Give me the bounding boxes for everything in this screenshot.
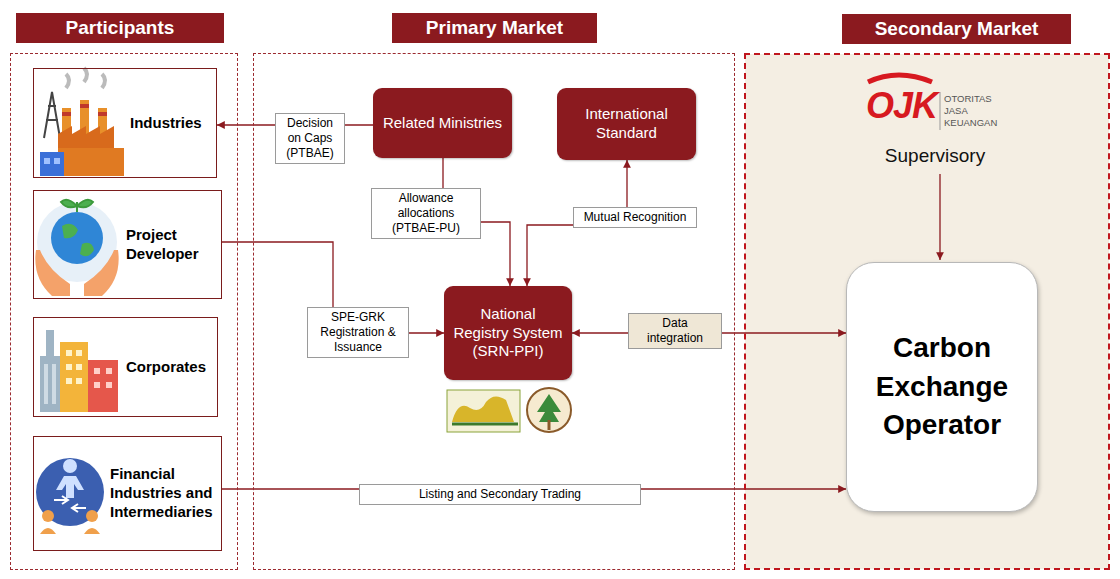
logo-lettering: OJK — [866, 84, 938, 127]
edge-label: Decision on Caps (PTBAE) — [281, 116, 339, 161]
edge-label-box: Data integration — [628, 313, 722, 349]
section-heading: Participants — [66, 17, 175, 39]
institution-box: International Standard — [557, 88, 696, 160]
node-label: Related Ministries — [383, 114, 502, 133]
section-heading: Secondary Market — [875, 18, 1039, 40]
secondary-panel-fill — [745, 54, 1109, 569]
supervisory-arrow — [939, 174, 940, 260]
factory-icon — [40, 68, 124, 176]
participant-box: Industries — [33, 68, 217, 178]
edge-label-box: Allowance allocations (PTBAE-PU) — [371, 188, 481, 239]
participants-panel: ParticipantsIndustriesProject DeveloperC… — [10, 53, 238, 570]
supervisory-label: Supervisory — [860, 145, 1010, 168]
edge-label-box: SPE-GRK Registration & Issuance — [307, 307, 409, 358]
people-exchange-icon — [36, 458, 104, 534]
edge-label: Listing and Secondary Trading — [365, 487, 635, 502]
edge-label-box: Mutual Recognition — [573, 207, 697, 228]
institution-box: Related Ministries — [373, 88, 512, 158]
participant-box: Project Developer — [33, 190, 222, 299]
registry-box: National Registry System (SRN-PPI) — [444, 286, 572, 380]
registry-logos — [447, 388, 571, 432]
edge-label: SPE-GRK Registration & Issuance — [313, 310, 403, 355]
edge-label-box: Listing and Secondary Trading — [359, 484, 641, 505]
edge-label-box: Decision on Caps (PTBAE) — [275, 113, 345, 164]
edge-label: Allowance allocations (PTBAE-PU) — [377, 191, 475, 236]
section-heading: Primary Market — [426, 17, 563, 39]
edge-label: Data integration — [634, 316, 716, 346]
node-label: Carbon Exchange Operator — [857, 329, 1027, 445]
section-heading-bar: Secondary Market — [842, 14, 1071, 44]
node-label: Industries — [130, 114, 202, 133]
buildings-icon — [40, 330, 118, 412]
participant-box: Financial Industries and Intermediaries — [33, 436, 222, 551]
node-label: International Standard — [572, 105, 682, 143]
supervisory-label: Supervisory — [860, 145, 1010, 168]
participant-box: Corporates — [33, 317, 218, 417]
secondary-market-panel: Secondary MarketCarbon Exchange Operator — [744, 53, 1110, 570]
node-label: Corporates — [126, 358, 206, 377]
node-label: Project Developer — [126, 226, 216, 264]
exchange-box: Carbon Exchange Operator — [846, 262, 1038, 512]
logo-wordmark: OTORITAS JASA KEUANGAN — [944, 93, 1008, 129]
logo-wordmark: OTORITAS JASA KEUANGAN — [944, 93, 1008, 129]
node-label: Financial Industries and Intermediaries — [110, 465, 216, 521]
edge-label: Mutual Recognition — [579, 210, 691, 225]
globe-hands-icon — [35, 200, 118, 296]
logo-lettering: OJK — [866, 84, 938, 127]
section-heading-bar: Participants — [16, 13, 224, 43]
node-label: National Registry System (SRN-PPI) — [452, 305, 564, 361]
section-heading-bar: Primary Market — [392, 13, 597, 43]
